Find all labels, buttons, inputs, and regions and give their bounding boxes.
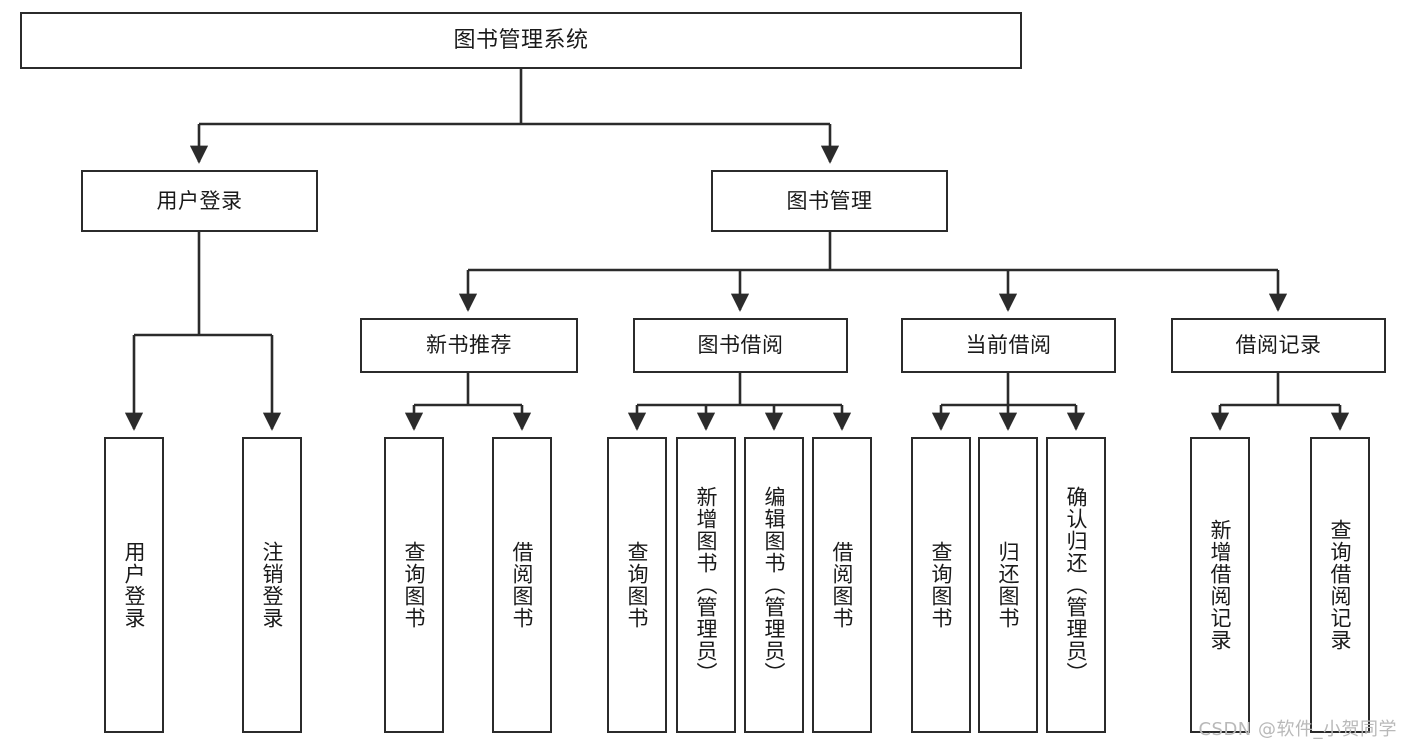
node-leaf-query-book-1[interactable]: 查询图书: [384, 437, 444, 733]
watermark: CSDN @软件_小贺同学: [1198, 719, 1397, 740]
node-label: 归还图书: [996, 541, 1021, 629]
node-label: 新增借阅记录: [1208, 519, 1233, 651]
node-label: 新书推荐: [426, 333, 512, 358]
node-leaf-edit-book[interactable]: 编辑图书（管理员）: [744, 437, 804, 733]
node-label: 确认归还（管理员）: [1064, 486, 1089, 684]
node-label: 用户登录: [156, 188, 243, 213]
node-label: 编辑图书（管理员）: [762, 486, 787, 684]
node-label: 借阅记录: [1235, 333, 1322, 358]
node-label: 查询借阅记录: [1328, 519, 1353, 651]
node-label: 当前借阅: [965, 333, 1052, 358]
node-leaf-add-book[interactable]: 新增图书（管理员）: [676, 437, 736, 733]
node-leaf-query-record[interactable]: 查询借阅记录: [1310, 437, 1370, 733]
node-leaf-confirm-return[interactable]: 确认归还（管理员）: [1046, 437, 1106, 733]
node-label: 查询图书: [929, 541, 954, 629]
node-leaf-query-book-2[interactable]: 查询图书: [607, 437, 667, 733]
node-label: 用户登录: [122, 541, 147, 629]
node-leaf-user-login[interactable]: 用户登录: [104, 437, 164, 733]
node-leaf-return-book[interactable]: 归还图书: [978, 437, 1038, 733]
node-label: 查询图书: [625, 541, 650, 629]
node-root-book-management-system[interactable]: 图书管理系统: [20, 12, 1022, 69]
node-leaf-query-book-3[interactable]: 查询图书: [911, 437, 971, 733]
node-leaf-borrow-book-1[interactable]: 借阅图书: [492, 437, 552, 733]
node-new-book-recommend[interactable]: 新书推荐: [360, 318, 578, 373]
node-book-borrow[interactable]: 图书借阅: [633, 318, 848, 373]
node-leaf-add-record[interactable]: 新增借阅记录: [1190, 437, 1250, 733]
node-label: 图书管理: [786, 188, 873, 213]
node-label: 借阅图书: [830, 541, 855, 629]
node-label: 新增图书（管理员）: [694, 486, 719, 684]
node-current-borrow[interactable]: 当前借阅: [901, 318, 1116, 373]
node-label: 图书管理系统: [453, 27, 589, 53]
node-borrow-record[interactable]: 借阅记录: [1171, 318, 1386, 373]
node-leaf-borrow-book-2[interactable]: 借阅图书: [812, 437, 872, 733]
node-label: 借阅图书: [510, 541, 535, 629]
node-user-login[interactable]: 用户登录: [81, 170, 318, 232]
node-label: 查询图书: [402, 541, 427, 629]
node-label: 图书借阅: [697, 333, 784, 358]
node-leaf-logout[interactable]: 注销登录: [242, 437, 302, 733]
node-label: 注销登录: [260, 541, 285, 629]
node-book-manage[interactable]: 图书管理: [711, 170, 948, 232]
